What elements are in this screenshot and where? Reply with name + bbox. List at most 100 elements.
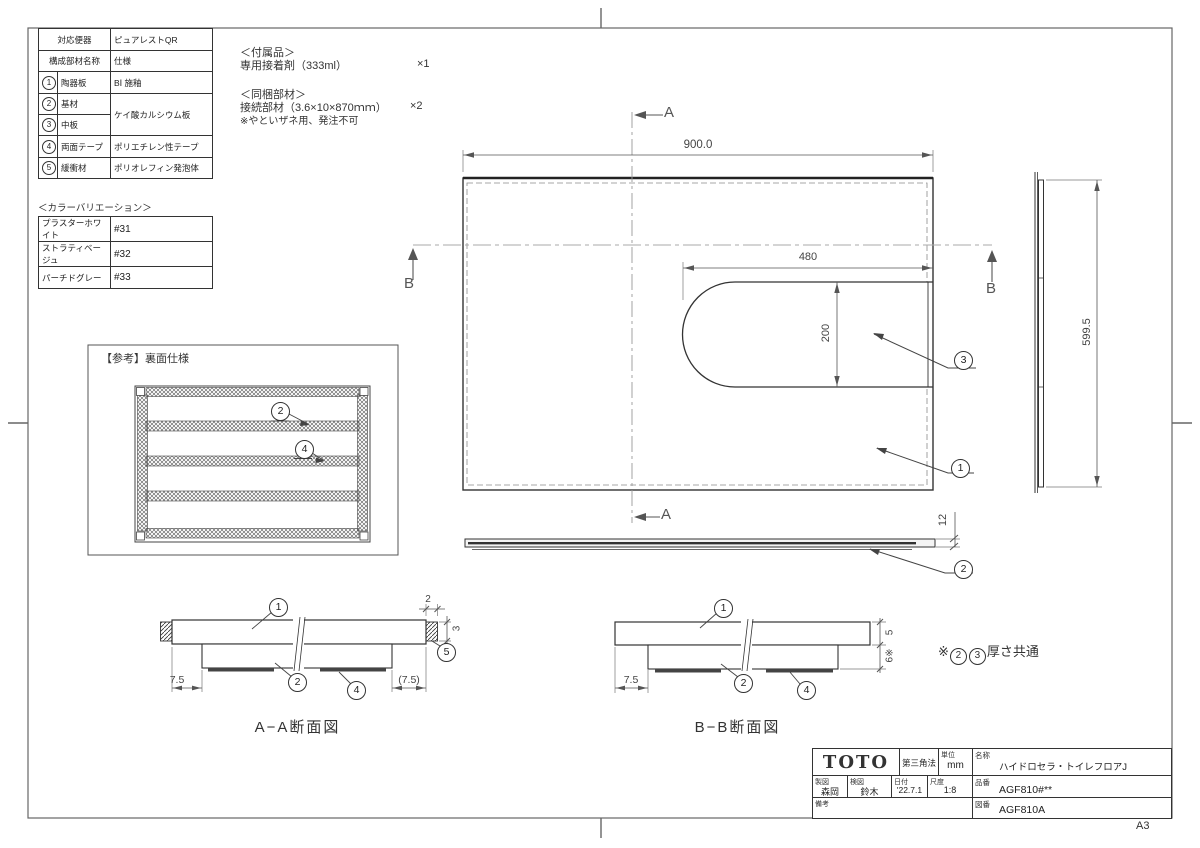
dim-480: 480 [798, 251, 818, 263]
scale-value: 1:8 [943, 785, 957, 795]
component-name: 緩衝材 [56, 157, 112, 179]
scale-label: 尺度 [930, 779, 944, 786]
section-aa [160, 604, 451, 692]
name-label: 名称 [975, 751, 990, 760]
note-balloon-3: 3 [968, 648, 986, 665]
section-bb [614, 612, 886, 693]
section-letter-b-right: B [986, 280, 997, 297]
bundled-parts-item: 接続部材（3.6×10×870ｍｍ） [240, 102, 387, 114]
num-4-balloon: 4 [42, 139, 56, 154]
bb-dim-6: 6※ [884, 648, 896, 663]
bb-dim-5: 5 [884, 629, 896, 636]
component-name: 陶器板 [56, 71, 112, 94]
color-name: ストラティベージュ [38, 241, 111, 267]
projection-method: 第三角法 [901, 758, 936, 768]
part-no-value: AGF810#** [999, 784, 1053, 796]
row-num: 3 [38, 114, 58, 136]
part-no-label: 品番 [975, 778, 990, 787]
side-view [1034, 172, 1102, 493]
aa-balloon-5: 5 [437, 643, 456, 662]
accessories-title: ＜付属品＞ [240, 47, 295, 59]
checker-label: 検図 [850, 779, 864, 786]
product-name: ハイドロセラ・トイレフロアJ [999, 762, 1128, 773]
logo-cell: TOTO [813, 749, 900, 776]
row-num: 1 [38, 71, 58, 94]
section-letter-a-top: A [664, 104, 675, 121]
drawing-no-value: AGF810A [999, 804, 1046, 816]
bundled-parts-note: ※やといザネ用、発注不可 [240, 116, 359, 127]
num-2-balloon: 2 [42, 97, 56, 111]
aa-dim-7-5-ref: (7.5) [398, 674, 420, 686]
color-name: プラスターホワイト [38, 216, 111, 242]
date-label: 日付 [894, 779, 908, 786]
projection-cell: 第三角法 [900, 749, 939, 776]
checker-cell: 検図 鈴木 [848, 776, 892, 798]
component-spec: BⅠ 施釉 [110, 71, 214, 94]
drawing-no-label: 図番 [975, 800, 990, 809]
aa-dim-2: 2 [425, 594, 431, 605]
row-num: 4 [38, 135, 58, 158]
component-name: 中板 [56, 114, 112, 136]
aa-section-title: A−A断面図 [254, 719, 341, 736]
dim-200: 200 [820, 323, 832, 343]
title-block: TOTO 第三角法 単位 mm 製図 森岡 検図 鈴木 日付 '22.7.1 尺… [812, 748, 1172, 819]
thickness-note-prefix: ※ [938, 644, 949, 659]
note-balloon-2: 2 [949, 648, 967, 665]
accessories-qty: ×1 [417, 58, 430, 70]
dim-900: 900.0 [683, 139, 713, 151]
color-name: パーチドグレー [38, 266, 111, 289]
drawing-no-cell: 図番 AGF810A [973, 798, 1171, 818]
balloon-2: 2 [954, 560, 973, 579]
aa-balloon-1: 1 [269, 598, 288, 617]
bb-section-title: B−B断面図 [694, 719, 781, 736]
aa-balloon-2: 2 [288, 673, 307, 692]
dim-599: 599.5 [1081, 318, 1093, 346]
color-code: #33 [110, 266, 213, 289]
drafter-name: 森岡 [820, 787, 839, 797]
name-cell: 名称 ハイドロセラ・トイレフロアJ [973, 749, 1171, 776]
rear-reference-view [87, 344, 399, 556]
balloon-3: 3 [954, 351, 973, 370]
aa-balloon-4: 4 [347, 681, 366, 700]
num-1-balloon: 1 [42, 75, 56, 90]
bb-balloon-4: 4 [797, 681, 816, 700]
component-name: 基材 [56, 93, 112, 115]
color-code: #32 [110, 241, 213, 267]
color-variation-table: プラスターホワイト #31 ストラティベージュ #32 パーチドグレー #33 [38, 216, 213, 289]
sheet-frame [8, 8, 1192, 838]
bb-balloon-2: 2 [734, 674, 753, 693]
rear-view-title: 【参考】裏面仕様 [101, 353, 189, 365]
bundled-parts-qty: ×2 [410, 100, 423, 112]
toto-logo: TOTO [822, 752, 890, 773]
component-spec: ケイ酸カルシウム板 [110, 93, 214, 136]
aa-dim-3: 3 [451, 625, 463, 632]
plan-view [408, 111, 997, 523]
date-value: '22.7.1 [896, 785, 923, 795]
date-cell: 日付 '22.7.1 [892, 776, 928, 798]
drafter-cell: 製図 森岡 [813, 776, 848, 798]
thickness-note-suffix: 厚さ共通 [986, 644, 1039, 659]
unit-value: mm [947, 760, 964, 771]
toilet-model-label: 対応便器 [37, 28, 112, 51]
drafter-label: 製図 [815, 779, 829, 786]
rear-balloon-4: 4 [295, 440, 314, 459]
aa-dim-7-5: 7.5 [169, 674, 185, 686]
component-header-label: 構成部材名称 [37, 50, 112, 72]
component-spec: ポリオレフィン発泡体 [110, 157, 214, 179]
color-variation-title: ＜カラーバリエーション＞ [38, 203, 152, 214]
section-letter-a-bottom: A [661, 506, 672, 523]
bb-balloon-1: 1 [714, 599, 733, 618]
sheet-size-label: A3 [1136, 820, 1150, 832]
num-5-balloon: 5 [42, 161, 56, 175]
color-code: #31 [110, 216, 213, 242]
bb-dim-7-5: 7.5 [623, 674, 639, 686]
remarks-label: 備考 [815, 801, 829, 808]
bundled-parts-title: ＜同梱部材＞ [240, 89, 306, 101]
toilet-model-value: ピュアレストQR [110, 28, 214, 51]
component-spec: ポリエチレン性テープ [110, 135, 214, 158]
section-letter-b-left: B [404, 275, 415, 292]
num-3-balloon: 3 [42, 118, 56, 132]
